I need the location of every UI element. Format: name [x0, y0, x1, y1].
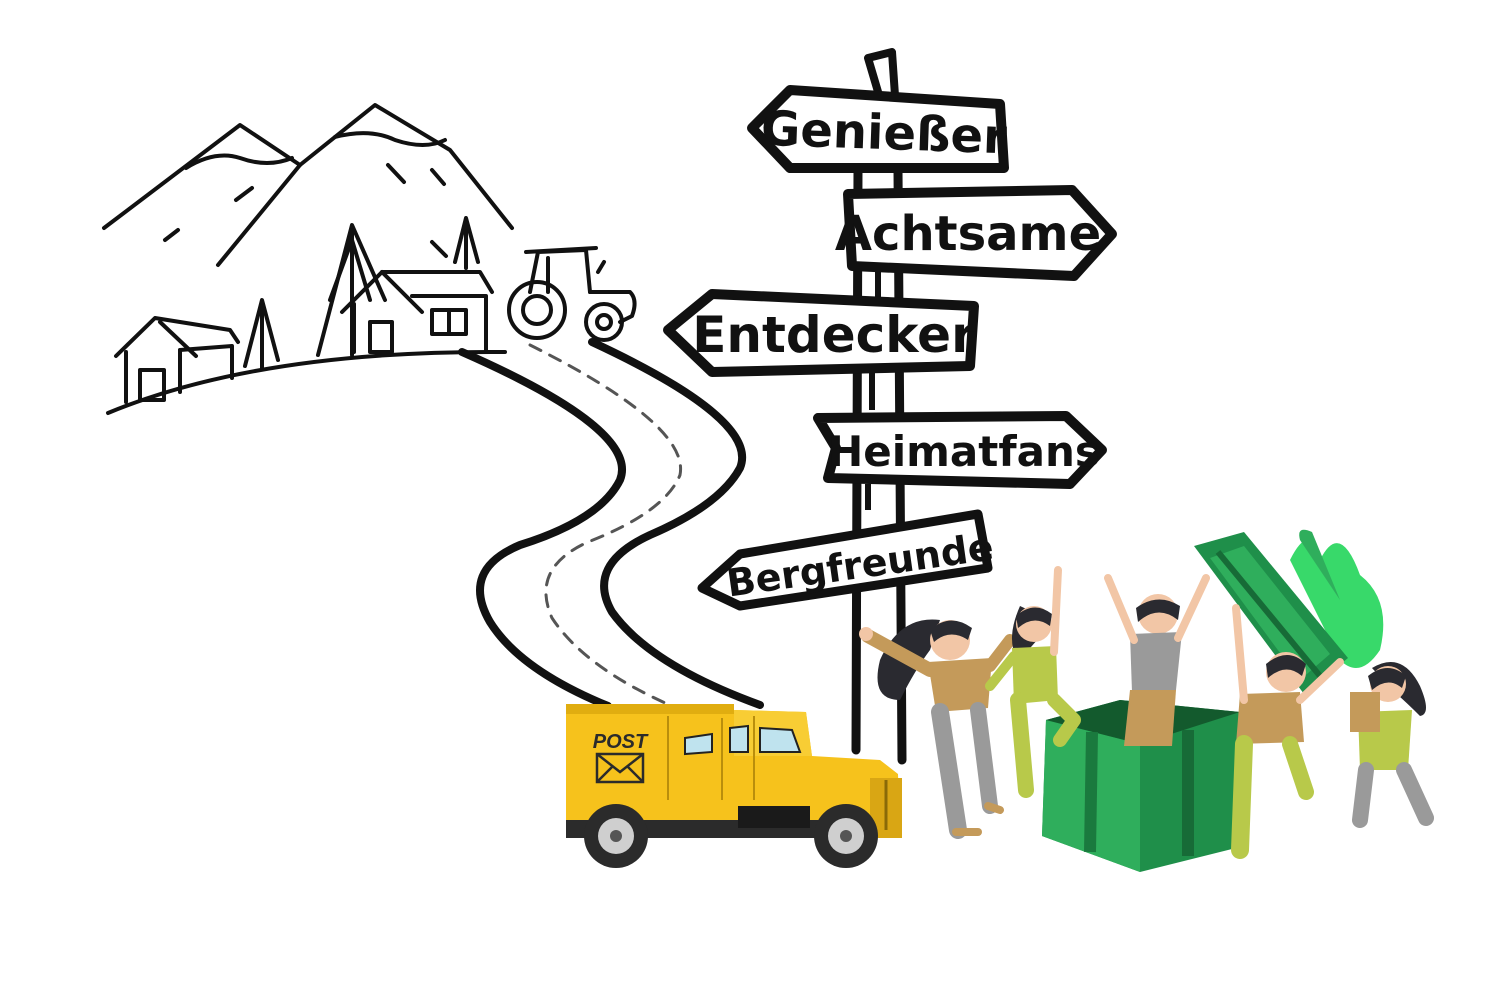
sign-geniesser: Genießer [747, 85, 1009, 173]
truck-wheel-front [814, 804, 878, 868]
envelope-icon [595, 752, 645, 784]
barn-icon [114, 316, 240, 404]
signpost-icon: Genießer Achtsame Entdecker Heimatfans B… [663, 48, 1117, 765]
gift-box-icon [1042, 529, 1384, 872]
sign-bergfreunde: Bergfreunde [697, 509, 996, 611]
sign-geniesser-label: Genießer [760, 101, 1008, 166]
person-2 [985, 566, 1081, 798]
person-4 [1231, 604, 1344, 859]
truck-cargo [566, 704, 734, 832]
person-5 [1350, 662, 1434, 828]
road-left-edge [458, 348, 626, 710]
road-right-edge [588, 338, 764, 709]
road-center-line [528, 343, 683, 708]
sign-heimatfans-label: Heimatfans [828, 427, 1100, 476]
post-truck-icon: POST [566, 704, 902, 868]
truck-window-2 [729, 724, 749, 753]
landscape [102, 103, 637, 415]
sign-heimatfans: Heimatfans [813, 411, 1107, 489]
sign-achtsame: Achtsame [835, 185, 1117, 281]
road [458, 338, 764, 710]
truck-window-3 [759, 726, 802, 753]
sign-entdecker-label: Entdecker [692, 306, 976, 364]
mountains-icon [102, 103, 514, 267]
truck-post-label: POST [593, 731, 649, 753]
house-icon [340, 270, 494, 354]
sign-entdecker: Entdecker [663, 289, 979, 377]
celebrating-people [859, 566, 1434, 859]
sign-achtsame-label: Achtsame [835, 206, 1101, 262]
person-3 [1104, 574, 1210, 746]
truck-wheel-rear [584, 804, 648, 868]
person-1 [859, 619, 1016, 839]
truck-window-1 [684, 732, 713, 756]
hill-line [106, 349, 507, 415]
tractor-icon [507, 246, 637, 342]
